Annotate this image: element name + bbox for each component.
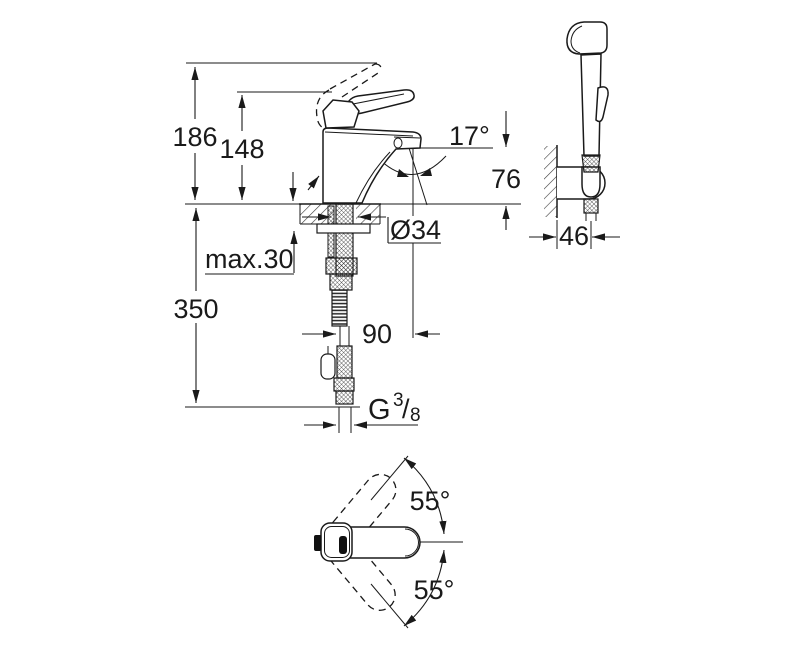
hose-clip: [320, 353, 336, 380]
bottom-view-swivel: 55° 55°: [314, 455, 463, 629]
lever-handle: [322, 89, 415, 129]
dim-spout-angle: 17°: [377, 121, 493, 177]
trigger: [595, 86, 609, 123]
dim-swivel-upper-label: 55°: [410, 486, 451, 516]
dim-supply-length: 350: [173, 208, 219, 403]
connector-nut-upper: [333, 377, 355, 392]
dim-holder-depth-label: 46: [559, 221, 589, 251]
hose-connector: [583, 198, 599, 214]
dim-max-mounting-thickness: max.30: [205, 172, 298, 275]
shank-end: [329, 273, 353, 291]
lever-nub: [314, 535, 322, 551]
lever-slot: [339, 536, 347, 554]
fixing-washer: [316, 223, 371, 234]
dim-total-height-label: 186: [172, 122, 217, 152]
aerator-top-line: [393, 136, 421, 139]
dim-spout-reach: 90: [302, 319, 440, 349]
dim-supply-length-label: 350: [173, 294, 218, 324]
stream-angled-line: [408, 147, 428, 206]
swivel-arc-lower: [403, 549, 447, 627]
lever-raised-dashed: [315, 63, 382, 130]
handle-butt: [581, 166, 601, 198]
dim-spout-reach-label: 90: [362, 319, 392, 349]
aerator: [393, 137, 403, 149]
lever-hub: [322, 99, 360, 129]
threaded-stub: [331, 289, 348, 327]
holder-cone: [581, 154, 601, 173]
swivel-arc-upper: [403, 457, 447, 535]
dim-lever-height-label: 148: [219, 134, 264, 164]
faucet-body: [307, 127, 422, 204]
spray-head: [566, 21, 608, 55]
dim-outlet-height-label: 76: [491, 164, 521, 194]
dim-total-height: 186: [172, 67, 218, 200]
dim-spout-angle-label: 17°: [449, 121, 490, 151]
dim-holder-depth: 46: [529, 220, 620, 251]
fixing-nut: [325, 257, 358, 275]
dim-swivel-lower-label: 55°: [414, 575, 455, 605]
dim-lever-height: 148: [219, 95, 265, 200]
flexible-hose: [336, 345, 353, 379]
side-view-hand-shower: 46: [529, 21, 620, 251]
dim-outlet-height: 76: [491, 111, 521, 230]
body-pointer-arrow: [307, 175, 320, 191]
supply-shank-assembly: [316, 203, 371, 433]
dim-hole-diameter: Ø34: [302, 213, 444, 245]
dim-max-mounting-label: max.30: [205, 244, 294, 274]
wall-hatching: [544, 146, 557, 217]
front-view-mixer: 186 148 350: [172, 62, 521, 433]
dim-hole-diameter-label: Ø34: [390, 215, 441, 245]
connector-nut-lower: [335, 390, 354, 405]
